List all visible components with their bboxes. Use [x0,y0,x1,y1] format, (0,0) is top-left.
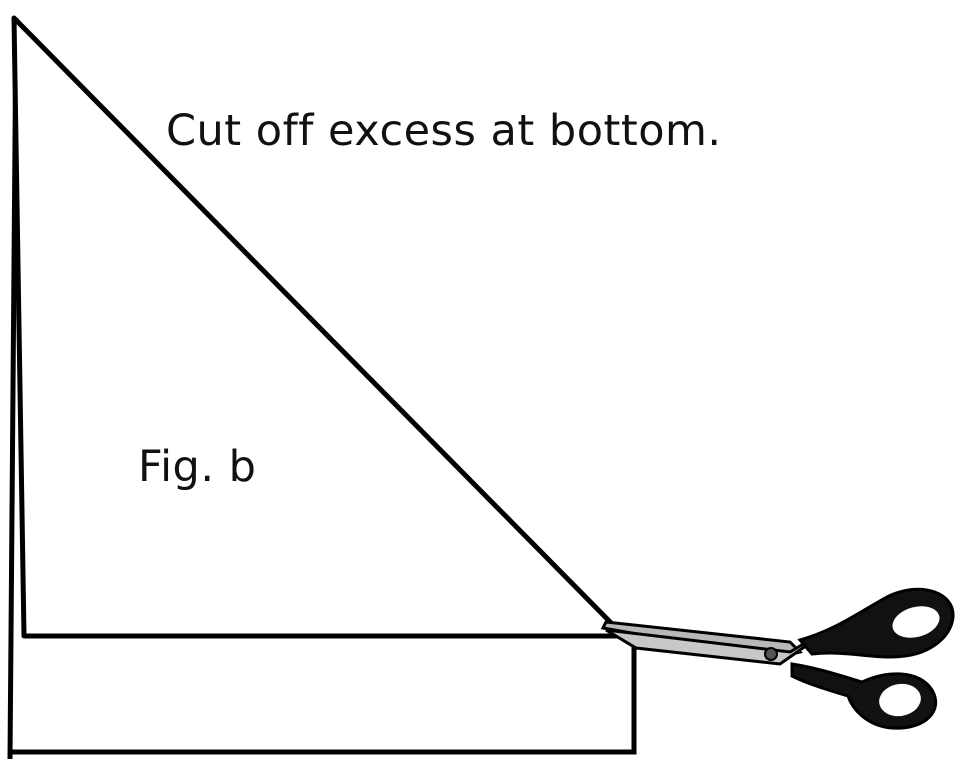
excess-strip-outline [10,638,637,755]
figure-label: Fig. b [138,442,257,492]
scissors-icon [600,587,955,730]
upper-handle-hole [892,606,940,638]
pivot-screw [764,647,778,661]
instruction-text: Cut off excess at bottom. [166,106,722,156]
upper-handle [797,587,955,659]
lower-handle-hole [879,683,921,717]
